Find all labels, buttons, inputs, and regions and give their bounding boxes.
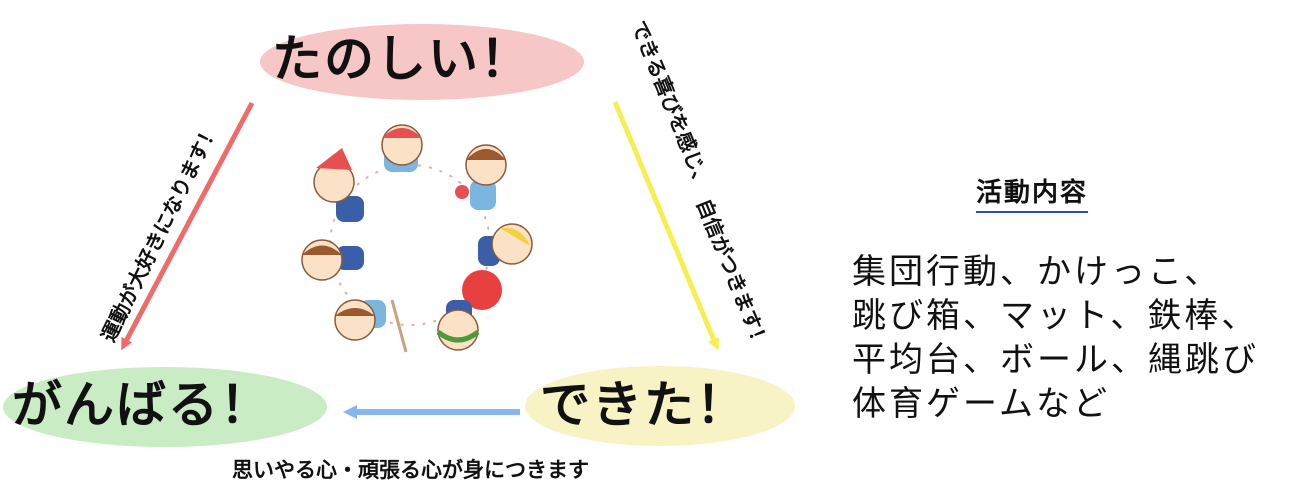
node-top-label: たのしい！ [272,30,532,88]
left-arrow [121,101,255,351]
child-figure-3 [478,223,533,266]
activities-title: 活動内容 [976,172,1089,213]
child-figure-6 [301,239,364,281]
left-node-ellipse [3,367,327,447]
child-figure-7 [313,148,364,222]
activity-line: 平均台、ボール、縄跳び [852,340,1259,380]
top-node-ellipse [260,24,584,100]
right-arrow [612,101,720,351]
child-figure-1 [381,124,423,172]
right-node-ellipse [525,366,795,446]
children-circle-illustration [301,124,533,353]
node-left-label: がんばる！ [12,376,272,434]
child-figure-5 [334,299,408,353]
activity-line: 跳び箱、マット、鉄棒、 [852,296,1259,336]
activity-line: 体育ゲームなど [852,384,1110,424]
child-figure-2 [455,144,507,210]
edge-bottom-label: 思いやる心・頑張る心が身につきます [232,458,589,482]
child-figure-4 [436,300,480,351]
node-right-label: できた！ [540,376,748,434]
activity-line: 集団行動、かけっこ、 [852,252,1222,292]
activities-list: 集団行動、かけっこ、 跳び箱、マット、鉄棒、 平均台、ボール、縄跳び 体育ゲーム… [852,250,1292,426]
ball [462,270,502,310]
